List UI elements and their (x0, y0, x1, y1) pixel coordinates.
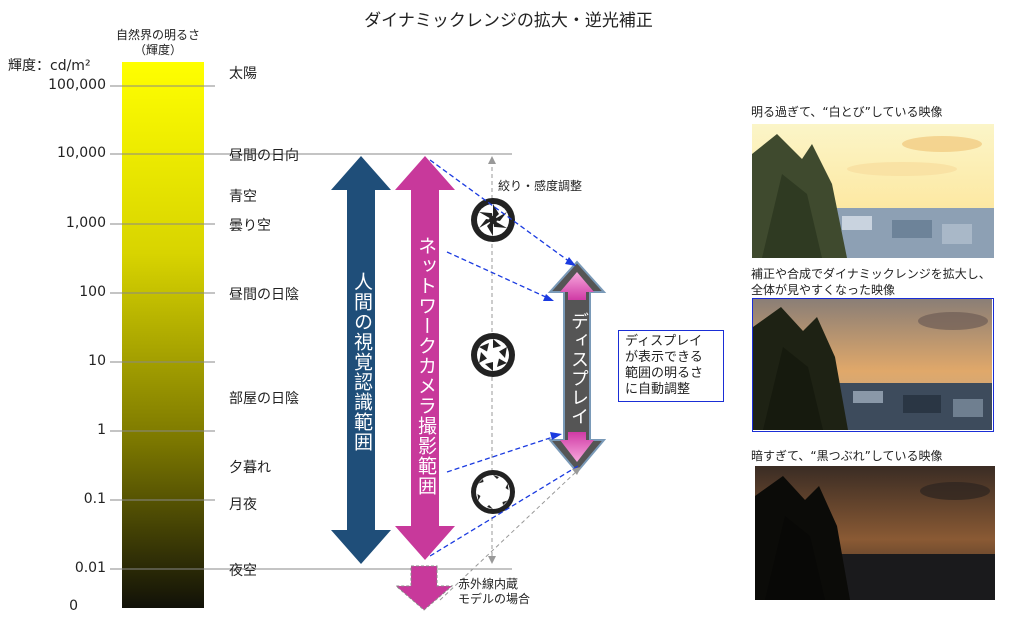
ir-note-line-2: モデルの場合 (458, 592, 531, 606)
human-range-label: 人間の視覚認識範囲 (351, 272, 373, 452)
scene-daytime-shade: 昼間の日陰 (229, 287, 299, 303)
aperture-axis-arrowhead-bottom (488, 556, 496, 564)
scene-blue-sky: 青空 (229, 189, 257, 205)
unit-label: 輝度：cd/m² (8, 58, 91, 74)
display-arrow-top-highlight (560, 272, 594, 300)
aperture-icon-small (471, 470, 515, 514)
photo-corrected (752, 298, 994, 432)
tick-label-10: 10 (88, 353, 106, 369)
photo-overexposed-caption: 明る過ぎて、“白とび”している映像 (751, 105, 943, 119)
photo-corrected-caption-line-1: 補正や合成でダイナミックレンジを拡大し、 (751, 267, 991, 281)
tick-lines (110, 85, 512, 570)
tick-label-1000: 1,000 (65, 215, 106, 231)
human-range-arrow (331, 156, 391, 564)
photo-overexposed (752, 124, 994, 258)
tick-label-0: 0 (69, 598, 78, 614)
ir-mapping-line (439, 469, 579, 601)
tick-label-100000: 100,000 (48, 77, 106, 93)
aperture-axis-arrowhead-top (488, 156, 496, 164)
mapping-arrowheads (543, 257, 576, 440)
tick-label-0-01: 0.01 (74, 560, 106, 576)
aperture-icon-medium (471, 333, 515, 377)
camera-range-arrow (395, 156, 455, 560)
infrared-arrow (394, 565, 454, 611)
ir-note: 赤外線内蔵 モデルの場合 (458, 577, 530, 607)
natural-brightness-label: 自然界の明るさ (115, 28, 200, 42)
natural-brightness-sub: （輝度） (133, 43, 182, 57)
ir-note-line-1: 赤外線内蔵 (458, 577, 519, 591)
tick-label-0-1: 0.1 (83, 491, 106, 507)
display-note-line-2: が表示できる (625, 350, 703, 365)
photo-corrected-caption-line-2: 全体が見やすくなった映像 (751, 283, 896, 297)
page-title: ダイナミックレンジの拡大・逆光補正 (364, 11, 653, 31)
scene-dusk: 夕暮れ (229, 460, 271, 476)
tick-label-10000: 10,000 (57, 145, 106, 161)
display-arrow-bottom-highlight (560, 432, 594, 462)
display-note-box: ディスプレイ が表示できる 範囲の明るさ に自動調整 (618, 330, 724, 402)
display-note-line-1: ディスプレイ (625, 334, 703, 349)
natural-brightness-header: 自然界の明るさ （輝度） (108, 28, 208, 58)
scene-cloudy-sky: 曇り空 (229, 218, 271, 234)
display-note-line-4: に自動調整 (625, 382, 691, 397)
scene-room-shade: 部屋の日陰 (229, 391, 299, 407)
mapping-arrows (429, 159, 579, 557)
photo-corrected-caption: 補正や合成でダイナミックレンジを拡大し、 全体が見やすくなった映像 (751, 266, 1015, 298)
scene-night-sky: 夜空 (229, 563, 257, 579)
aperture-label: 絞り・感度調整 (498, 179, 583, 193)
photo-underexposed (755, 466, 995, 600)
display-note-line-3: 範囲の明るさ (625, 366, 704, 381)
scene-daytime-sun: 昼間の日向 (229, 148, 299, 164)
display-label: ディスプレイ (568, 312, 589, 426)
ir-mapping-arrowhead (572, 467, 581, 475)
photo-underexposed-caption: 暗すぎて、“黒つぶれ”している映像 (751, 449, 943, 463)
scene-moonlit-night: 月夜 (229, 497, 257, 513)
camera-range-label: ネットワークカメラ撮影範囲 (415, 236, 437, 496)
scene-sun: 太陽 (229, 66, 257, 82)
tick-label-1: 1 (97, 422, 106, 438)
tick-label-100: 100 (79, 284, 106, 300)
brightness-gradient-bar (122, 62, 204, 608)
aperture-icon-large (471, 198, 515, 242)
